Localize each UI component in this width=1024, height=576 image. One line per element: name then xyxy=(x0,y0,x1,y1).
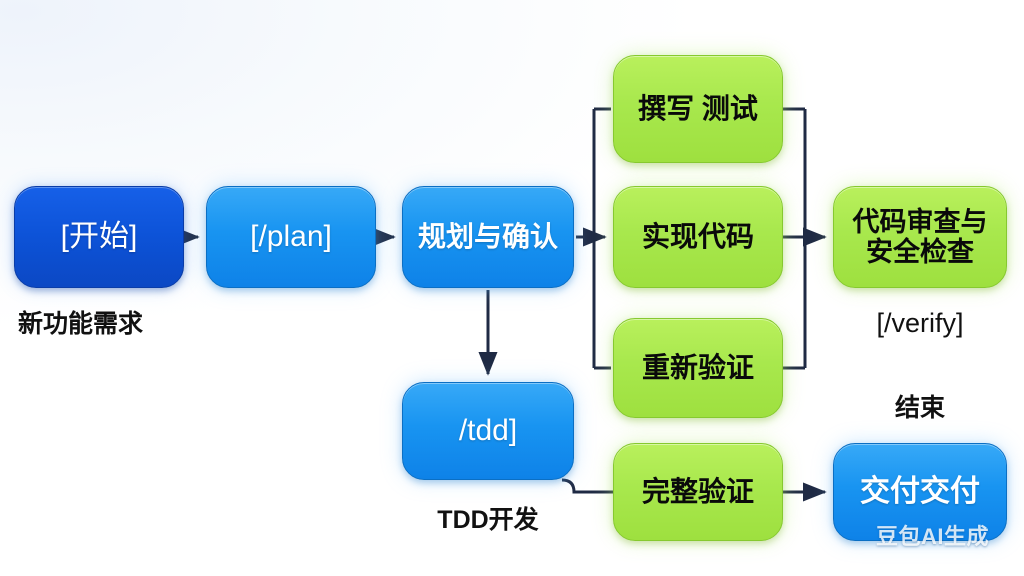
node-plan-confirm-label: 规划与确认 xyxy=(417,221,558,253)
node-reverify[interactable]: 重新验证 xyxy=(613,318,783,418)
node-full-validation-label: 完整验证 xyxy=(641,476,754,508)
node-implement-code-label: 实现代码 xyxy=(641,221,754,253)
caption-verify-command: [/verify] xyxy=(876,308,964,338)
node-tdd[interactable]: /tdd] xyxy=(402,382,574,480)
node-write-tests[interactable]: 撰写 测试 xyxy=(613,55,783,163)
watermark-doubao-ai: 豆包AI生成 xyxy=(876,524,990,549)
node-start-label: [开始] xyxy=(60,220,138,254)
caption-tdd-development: TDD开发 xyxy=(437,506,539,534)
caption-new-feature-request: 新功能需求 xyxy=(18,310,144,338)
node-code-review-label: 代码审查与 安全检查 xyxy=(852,206,988,267)
node-implement-code[interactable]: 实现代码 xyxy=(613,186,783,288)
caption-end: 结束 xyxy=(894,394,945,422)
node-plan-confirm[interactable]: 规划与确认 xyxy=(402,186,574,288)
node-start[interactable]: [开始] xyxy=(14,186,184,288)
node-reverify-label: 重新验证 xyxy=(641,352,754,384)
node-plan-label: [/plan] xyxy=(250,220,332,254)
node-write-tests-label: 撰写 测试 xyxy=(638,93,758,125)
node-code-review[interactable]: 代码审查与 安全检查 xyxy=(833,186,1007,288)
edge-tdd-fullval xyxy=(561,478,613,494)
node-tdd-label: /tdd] xyxy=(458,414,518,448)
node-deliver[interactable]: 交付交付 xyxy=(833,443,1007,541)
node-plan[interactable]: [/plan] xyxy=(206,186,376,288)
node-full-validation[interactable]: 完整验证 xyxy=(613,443,783,541)
node-deliver-label: 交付交付 xyxy=(860,475,980,509)
